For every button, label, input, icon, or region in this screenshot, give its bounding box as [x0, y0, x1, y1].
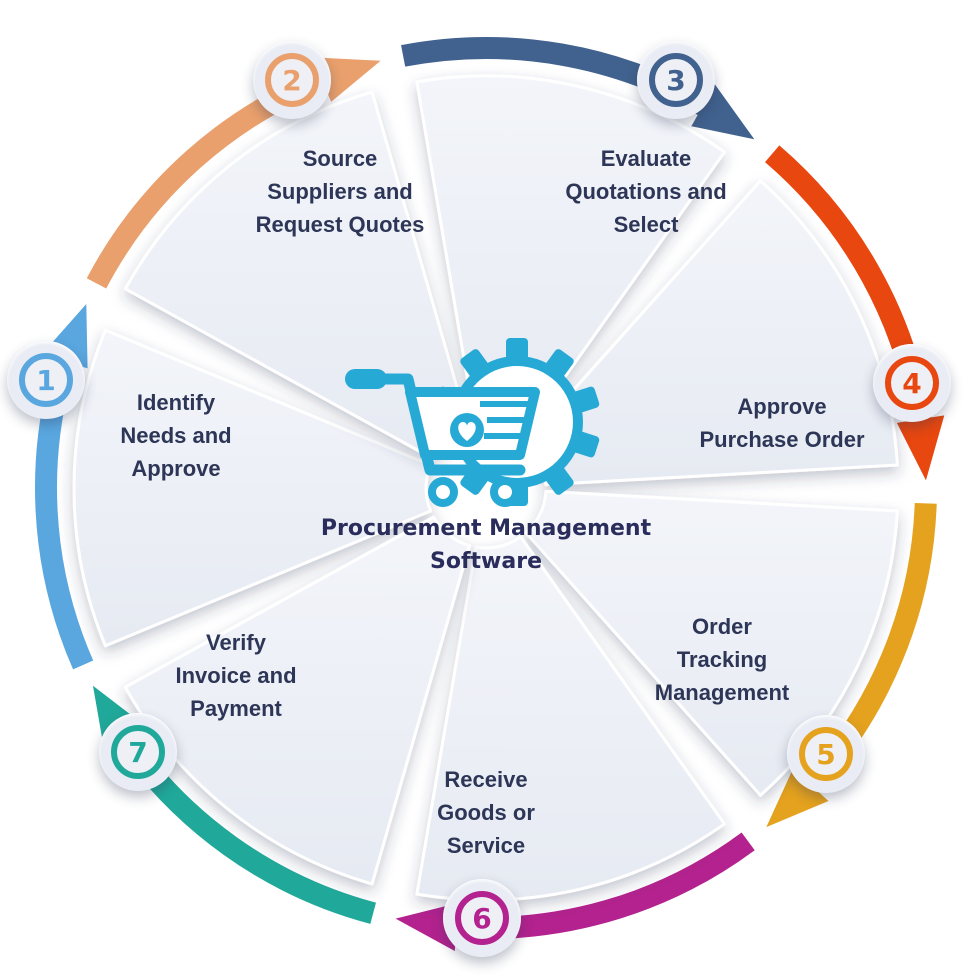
cycle-arrowhead-2 [313, 57, 381, 102]
step-label-line: Identify [136, 390, 216, 415]
step-label-line: Service [446, 833, 526, 858]
step-number-badge-5: 5 [787, 715, 865, 793]
step-number: 2 [265, 53, 319, 107]
cycle-arrowhead-6 [395, 903, 459, 951]
step-label-line: Verify [206, 630, 266, 655]
step-number: 1 [19, 353, 73, 407]
step-label-line: Order [692, 614, 752, 639]
step-label-line: Select [613, 212, 679, 237]
center-title-line-2: Software [430, 549, 542, 574]
shopping-cart-gear-icon [345, 338, 600, 507]
step-label-line: Approve [131, 456, 221, 481]
step-label-line: Suppliers and [267, 179, 413, 204]
step-number: 3 [649, 53, 703, 107]
step-number-badge-3: 3 [637, 41, 715, 119]
step-number: 5 [799, 727, 853, 781]
step-label-line: Receive [444, 767, 528, 792]
step-number-badge-6: 6 [443, 879, 521, 957]
step-panels [72, 74, 899, 902]
step-number: 7 [111, 725, 165, 779]
cycle-arrowhead-5 [766, 768, 829, 828]
step-label-line: Management [654, 680, 790, 705]
step-label-line: Purchase Order [699, 427, 865, 452]
step-label-line: Payment [190, 696, 282, 721]
step-label-line: Goods or [437, 800, 535, 825]
step-label-line: Invoice and [175, 663, 297, 688]
step-number-badge-4: 4 [873, 344, 951, 422]
cycle-arrowhead-3 [691, 84, 755, 140]
step-number-badge-2: 2 [253, 41, 331, 119]
center-title-line-1: Procurement Management [320, 516, 652, 541]
step-number: 6 [455, 891, 509, 945]
step-number: 4 [885, 356, 939, 410]
cycle-arrowhead-4 [896, 415, 945, 481]
step-number-badge-7: 7 [99, 713, 177, 791]
step-number-badge-1: 1 [7, 341, 85, 419]
step-label-line: Evaluate [600, 146, 692, 171]
step-label-line: Request Quotes [255, 212, 425, 237]
step-label-line: Quotations and [565, 179, 727, 204]
step-label-line: Needs and [120, 423, 232, 448]
step-label-line: Source [302, 146, 378, 171]
step-label-line: Tracking [676, 647, 768, 672]
center-title: Procurement Management Software [296, 512, 676, 578]
step-label-line: Approve [737, 394, 827, 419]
step-panel-1 [72, 328, 433, 648]
